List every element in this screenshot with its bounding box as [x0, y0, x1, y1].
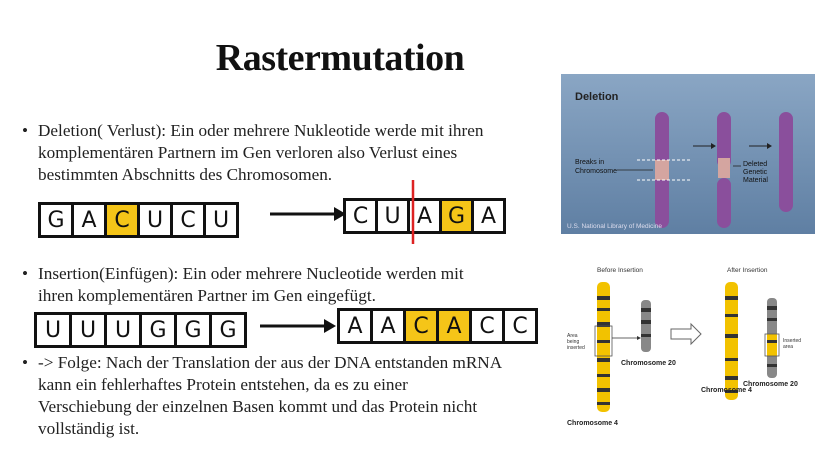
cut-line	[411, 180, 415, 244]
nucleotide-box: U	[104, 312, 142, 348]
label-deleted: Material	[743, 177, 768, 184]
figure-credit: U.S. National Library of Medicine	[567, 223, 662, 230]
nucleotide-box: G	[174, 312, 212, 348]
bullet-line: ihren komplementären Partner im Gen eing…	[38, 286, 376, 305]
nucleotide-box: A	[471, 198, 506, 234]
nucleotide-box: A	[436, 308, 472, 344]
bullet-dot: •	[22, 121, 29, 140]
chromosome-20-after	[767, 298, 777, 378]
nucleotide-box: C	[104, 202, 140, 238]
chromosome-4-after	[725, 282, 738, 400]
deleted-segment	[655, 160, 669, 180]
nucleotide-box: G	[38, 202, 74, 238]
label-chromosome-4: Chromosome 4	[567, 420, 618, 427]
label-chromosome-20-after: Chromosome 20	[743, 381, 798, 388]
label-area: being	[567, 339, 579, 345]
nucleotide-box: C	[469, 308, 505, 344]
nucleotide-box: U	[375, 198, 410, 234]
slide-title: Rastermutation	[215, 37, 465, 79]
bullet-line: kann ein fehlerhaftes Protein entstehen,…	[38, 375, 408, 394]
nucleotide-box: G	[139, 312, 177, 348]
nucleotide-box: A	[337, 308, 373, 344]
bullet-line: Verschiebung der einzelnen Basen kommt u…	[38, 397, 478, 416]
arrow-icon	[270, 207, 346, 221]
bullet-line: vollständig ist.	[38, 419, 140, 438]
label-deleted: Genetic	[743, 169, 768, 176]
nucleotide-box: C	[403, 308, 439, 344]
nucleotide-box: G	[209, 312, 247, 348]
nucleotide-box: A	[370, 308, 406, 344]
label-inserted: area	[783, 344, 793, 350]
nucleotide-box: U	[69, 312, 107, 348]
nucleotide-box: A	[71, 202, 107, 238]
heading-after: After Insertion	[727, 267, 768, 274]
bullet-line: komplementären Partnern im Gen verloren …	[38, 143, 458, 162]
label-chromosome-4-after: Chromosome 4	[701, 387, 752, 394]
label-breaks: Chromosome	[575, 168, 617, 175]
nucleotide-box: C	[343, 198, 378, 234]
deletion-figure-heading: Deletion	[575, 91, 619, 103]
deleted-segment	[718, 158, 730, 178]
bullet-line: bestimmten Abschnitts des Chromosomen.	[38, 165, 333, 184]
nucleotide-box: C	[502, 308, 538, 344]
bullet-deletion: • Deletion( Verlust): Ein oder mehrere N…	[22, 120, 484, 186]
nucleotide-box: U	[203, 202, 239, 238]
chromosome-4-before	[597, 282, 610, 412]
heading-before: Before Insertion	[597, 267, 643, 274]
label-deleted: Deleted	[743, 161, 767, 168]
label-chromosome-20: Chromosome 20	[621, 360, 676, 367]
label-area: inserted	[567, 345, 585, 351]
deletion-illustration: Deletion Breaks in Chromosome Deleted Ge…	[561, 74, 815, 234]
chromosome	[717, 112, 731, 168]
bullet-line: Deletion( Verlust): Ein oder mehrere Nuk…	[38, 121, 484, 140]
nucleotide-box: U	[34, 312, 72, 348]
transition-arrow-icon	[670, 322, 702, 346]
insertion-illustration: Before Insertion After Insertion Area be…	[567, 267, 801, 427]
bullet-line: -> Folge: Nach der Translation der aus d…	[38, 353, 503, 372]
bullet-dot: •	[22, 353, 29, 372]
bullet-consequence: • -> Folge: Nach der Translation der aus…	[22, 352, 503, 440]
nucleotide-box: G	[439, 198, 474, 234]
label-area: Area	[567, 333, 578, 339]
bullet-dot: •	[22, 264, 29, 283]
nucleotide-box: C	[170, 202, 206, 238]
chromosome	[717, 178, 731, 228]
insertion-figure: Before Insertion After Insertion Area be…	[561, 262, 815, 430]
chromosome-20-before	[641, 300, 651, 352]
label-inserted: Inserted	[783, 338, 801, 344]
arrow-icon	[260, 319, 336, 333]
label-breaks: Breaks in	[575, 159, 604, 166]
nucleotide-box: U	[137, 202, 173, 238]
chromosome	[779, 112, 793, 212]
bullet-insertion: • Insertion(Einfügen): Ein oder mehrere …	[22, 263, 464, 307]
bullet-line: Insertion(Einfügen): Ein oder mehrere Nu…	[38, 264, 464, 283]
deletion-figure: Deletion Breaks in Chromosome Deleted Ge…	[561, 74, 815, 234]
